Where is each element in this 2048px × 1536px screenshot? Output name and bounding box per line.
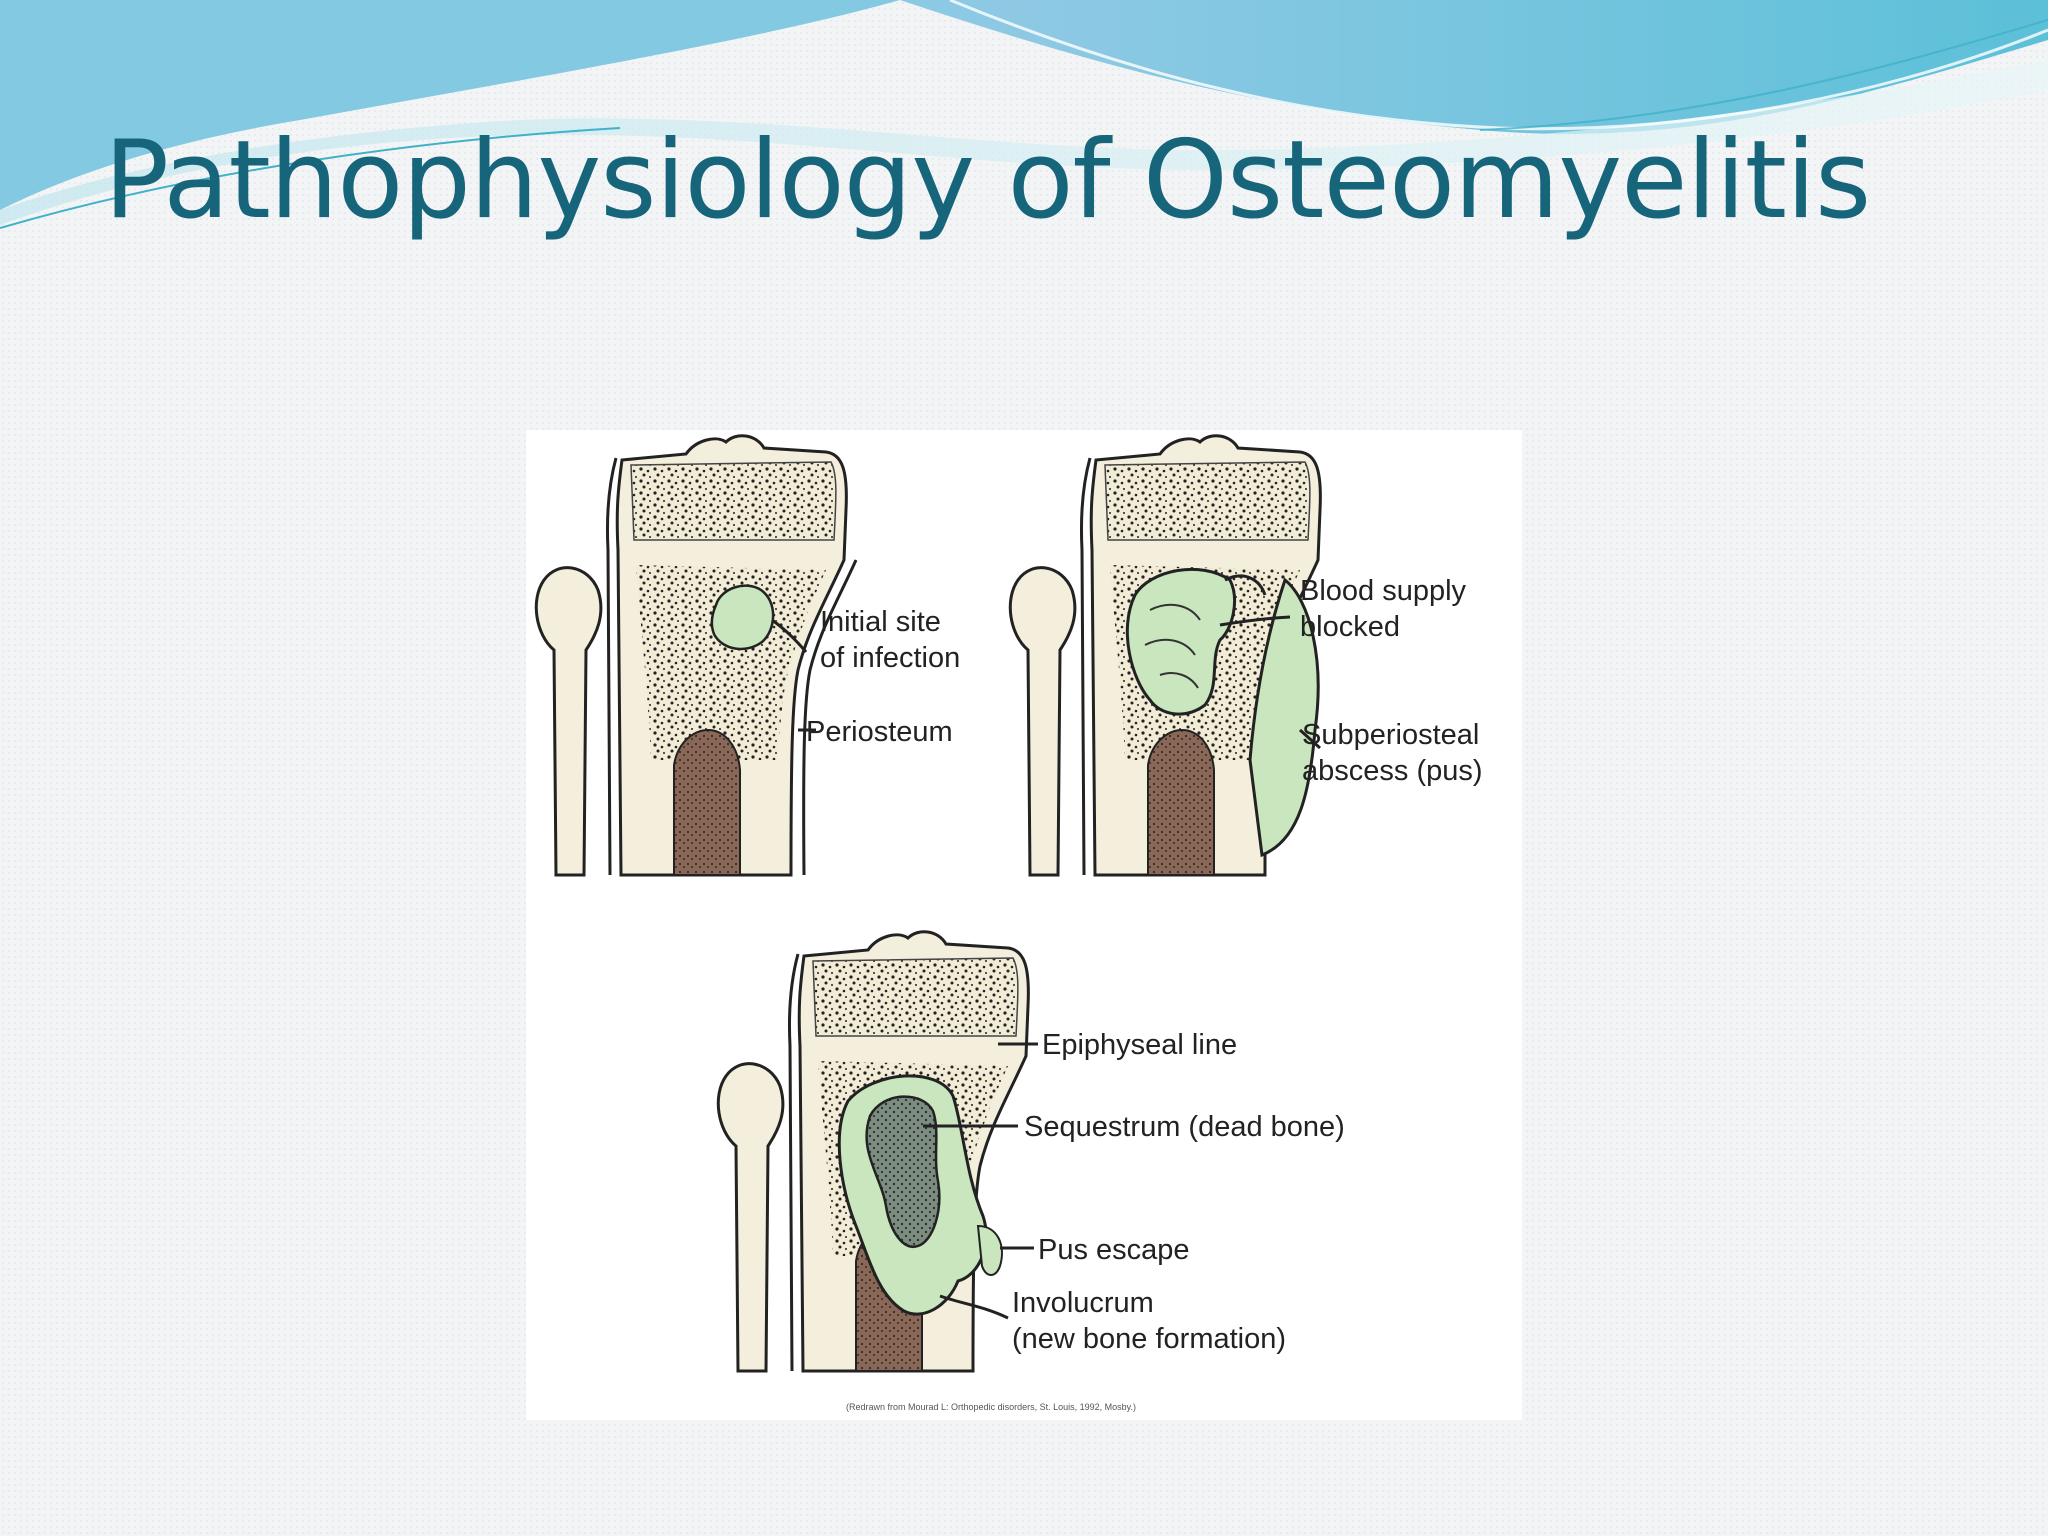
- infection-site: [710, 584, 775, 651]
- label-blocked: blocked: [1300, 611, 1400, 643]
- label-epiphyseal-line: Epiphyseal line: [1042, 1029, 1237, 1061]
- label-new-bone-formation: (new bone formation): [1012, 1323, 1286, 1355]
- panel-abscess: Blood supply blocked Subperiosteal absce…: [1008, 434, 1483, 877]
- label-abscess-pus: abscess (pus): [1302, 755, 1483, 787]
- osteomyelitis-figure: Initial site of infection Periosteum: [526, 430, 1522, 1420]
- figure-credit: (Redrawn from Mourad L: Orthopedic disor…: [846, 1402, 1136, 1412]
- subperiosteal-abscess: [1248, 577, 1320, 858]
- panel-initial-infection: Initial site of infection Periosteum: [534, 434, 960, 877]
- label-involucrum: Involucrum: [1012, 1287, 1154, 1319]
- label-periosteum: Periosteum: [806, 716, 953, 748]
- panel-sequestrum: Epiphyseal line Sequestrum (dead bone) P…: [716, 930, 1345, 1373]
- figure-illustration: Initial site of infection Periosteum: [534, 434, 1483, 1412]
- marrow-cavity: [673, 728, 741, 876]
- spreading-infection: [1125, 567, 1237, 716]
- header-wave-decoration: [0, 0, 2048, 229]
- fibula-bone: [534, 566, 603, 877]
- label-blood-supply: Blood supply: [1300, 575, 1467, 607]
- label-subperiosteal: Subperiosteal: [1302, 719, 1479, 751]
- label-initial-site: Initial site: [820, 606, 941, 638]
- slide-title: Pathophysiology of Osteomyelitis: [104, 118, 1871, 243]
- label-pus-escape: Pus escape: [1038, 1234, 1190, 1266]
- label-of-infection: of infection: [820, 642, 960, 674]
- sequestrum: [865, 1095, 941, 1249]
- label-sequestrum: Sequestrum (dead bone): [1024, 1111, 1345, 1143]
